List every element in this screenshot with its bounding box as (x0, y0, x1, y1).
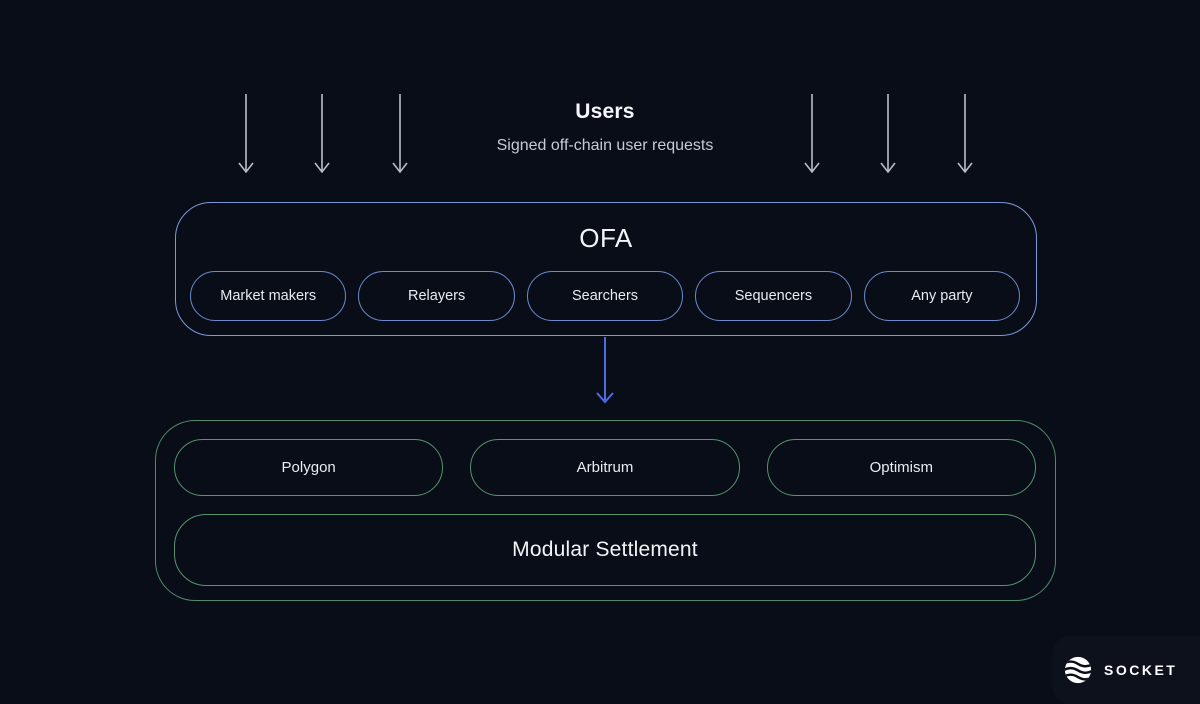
ofa-container: OFA Market makers Relayers Searchers Seq… (175, 202, 1037, 336)
down-arrow-icon (804, 94, 820, 174)
socket-logo: SOCKET (1053, 636, 1200, 704)
connector-arrow-icon (596, 337, 614, 404)
ofa-pill-any-party: Any party (863, 271, 1021, 321)
socket-logo-icon (1064, 656, 1092, 684)
modular-settlement-box: Modular Settlement (174, 514, 1036, 586)
down-arrow-icon (238, 94, 254, 174)
chain-row: Polygon Arbitrum Optimism (174, 439, 1036, 496)
down-arrow-icon (314, 94, 330, 174)
ofa-pill-market-makers: Market makers (190, 271, 347, 321)
chain-pill-polygon: Polygon (174, 439, 444, 496)
ofa-pill-sequencers: Sequencers (695, 271, 852, 321)
chain-pill-arbitrum: Arbitrum (470, 439, 740, 496)
ofa-title: OFA (579, 223, 633, 253)
down-arrow-icon (957, 94, 973, 174)
settlement-container: Polygon Arbitrum Optimism Modular Settle… (155, 420, 1056, 601)
down-arrow-icon (880, 94, 896, 174)
users-header: Users Signed off-chain user requests (10, 100, 1200, 155)
chain-pill-optimism: Optimism (766, 439, 1036, 496)
down-arrow-icon (392, 94, 408, 174)
ofa-pill-relayers: Relayers (358, 271, 515, 321)
users-subtitle: Signed off-chain user requests (496, 137, 714, 154)
ofa-pill-searchers: Searchers (526, 271, 684, 321)
users-title: Users (575, 100, 635, 123)
socket-logo-text: SOCKET (1104, 662, 1178, 678)
ofa-pill-row: Market makers Relayers Searchers Sequenc… (190, 271, 1021, 321)
